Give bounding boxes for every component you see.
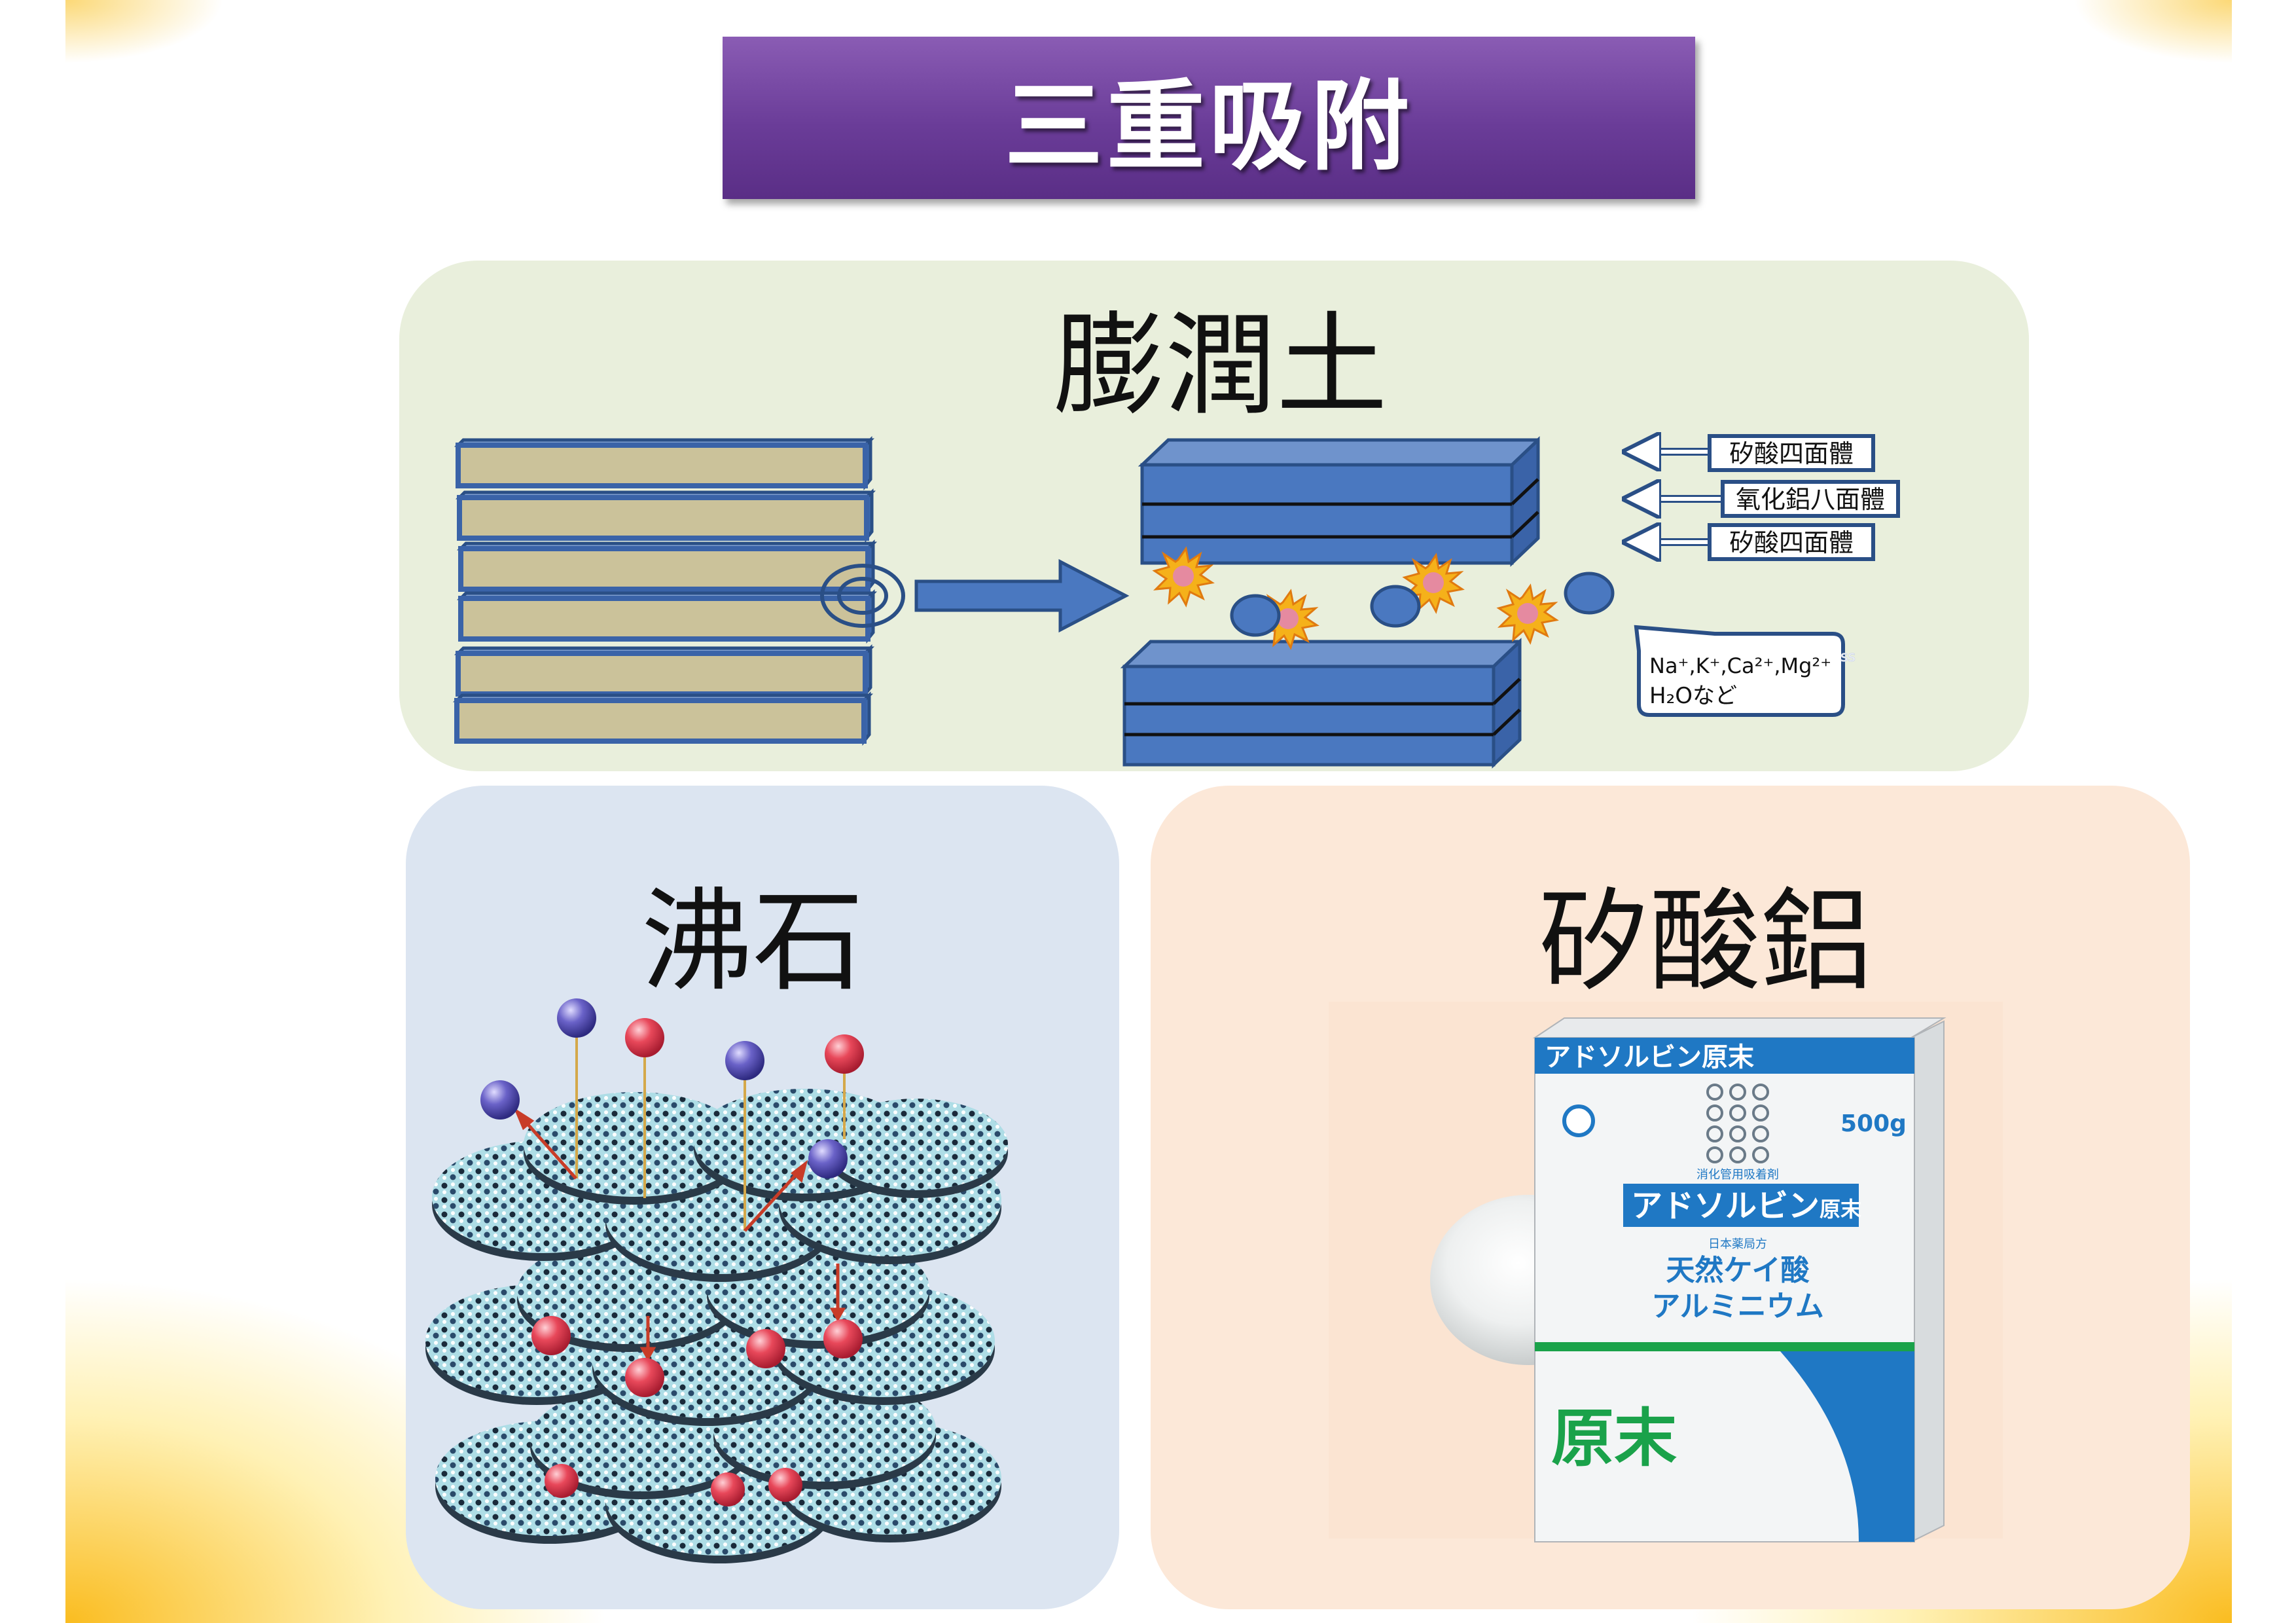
box-logo xyxy=(1562,1104,1596,1137)
ion-burst xyxy=(1152,546,1215,608)
bentonite-title: 膨潤土 xyxy=(1054,301,1388,431)
box-top-band-text: アドソルビン原末 xyxy=(1545,1042,1754,1072)
expanded-top-layer xyxy=(1138,436,1540,567)
ion-list-text: Na⁺,K⁺,Ca²⁺,Mg²⁺ xyxy=(1649,653,1831,678)
water-molecule xyxy=(1230,594,1281,637)
box-ingredient-line1: 天然ケイ酸 xyxy=(1666,1254,1810,1287)
sphere-stems xyxy=(575,1018,846,1231)
box-weight: 500g xyxy=(1840,1110,1907,1137)
layer-label-silicate-bottom: 矽酸四面體 xyxy=(1708,523,1875,561)
clay-plate xyxy=(454,435,875,491)
ion-spheres xyxy=(480,998,864,1506)
ion-burst xyxy=(1496,583,1559,645)
slide: 三重吸附 膨潤土 xyxy=(65,0,2232,1623)
layer-label-text: 矽酸四面體 xyxy=(1729,439,1854,468)
water-molecule xyxy=(1370,585,1421,628)
red-sphere xyxy=(625,1358,664,1397)
layer-label-arrows xyxy=(1630,452,1721,542)
layer-label-text: 氧化鋁八面體 xyxy=(1736,485,1885,514)
interlayer-ions xyxy=(1152,546,1615,650)
red-sphere xyxy=(746,1329,785,1368)
red-sphere xyxy=(625,1018,664,1057)
expanded-bottom-layer xyxy=(1120,638,1522,769)
clay-plate xyxy=(452,691,874,746)
layer-label-text: 矽酸四面體 xyxy=(1729,528,1854,557)
water-etc-text: H₂Oなど xyxy=(1649,683,1737,709)
zeolite-title: 沸石 xyxy=(641,877,865,1007)
layer-label-alumina: 氧化鋁八面體 xyxy=(1721,480,1900,518)
clay-plate xyxy=(455,488,876,543)
clay-plate xyxy=(456,539,878,594)
aluminum-silicate-product: アドソルビン原末 500g 消化管用吸着剤 アドソルビン 原末 日本薬局方 天然… xyxy=(1329,1002,2003,1543)
title-banner: 三重吸附 xyxy=(723,37,1695,199)
box-ingredient-line2: アルミニウム xyxy=(1651,1290,1824,1323)
release-arrows xyxy=(513,1107,846,1362)
box-brand-suffix: 原末 xyxy=(1820,1197,1861,1222)
right-arrow xyxy=(914,558,1130,633)
ion-list-suffix: ss xyxy=(1840,649,1856,665)
red-sphere xyxy=(711,1472,745,1506)
zeolite-illustration xyxy=(425,998,1008,1563)
red-sphere xyxy=(768,1468,802,1502)
bentonite-diagram: 矽酸四面體 氧化鋁八面體 矽酸四面體 Na⁺,K⁺,Ca²⁺,Mg²⁺ ss H… xyxy=(452,0,1900,769)
box-category: 消化管用吸着剤 xyxy=(1696,1168,1779,1182)
zeolite-tier-top xyxy=(432,1089,1008,1282)
magnifier-rings xyxy=(820,564,905,628)
red-sphere xyxy=(545,1464,579,1498)
box-brand: アドソルビン xyxy=(1631,1188,1820,1224)
clay-layer-stack xyxy=(452,435,878,746)
red-sphere xyxy=(823,1319,863,1359)
water-molecule xyxy=(1564,572,1615,615)
purple-sphere xyxy=(808,1139,848,1178)
aluminum-silicate-title: 矽酸鋁 xyxy=(1538,877,1873,1007)
purple-sphere xyxy=(557,998,596,1038)
purple-sphere xyxy=(725,1041,764,1080)
box-molecule-graphic xyxy=(1706,1084,1769,1163)
box-pharmacopoeia: 日本薬局方 xyxy=(1708,1237,1767,1251)
ion-callout: Na⁺,K⁺,Ca²⁺,Mg²⁺ ss H₂Oなど xyxy=(1634,625,1856,717)
red-sphere xyxy=(531,1316,571,1355)
ion-burst xyxy=(1402,553,1465,614)
red-sphere xyxy=(825,1034,864,1074)
slide-title: 三重吸附 xyxy=(1004,69,1413,184)
purple-sphere xyxy=(480,1080,520,1120)
box-big-label: 原末 xyxy=(1551,1402,1677,1475)
clay-plate xyxy=(456,589,878,644)
layer-label-silicate-top: 矽酸四面體 xyxy=(1708,434,1875,472)
